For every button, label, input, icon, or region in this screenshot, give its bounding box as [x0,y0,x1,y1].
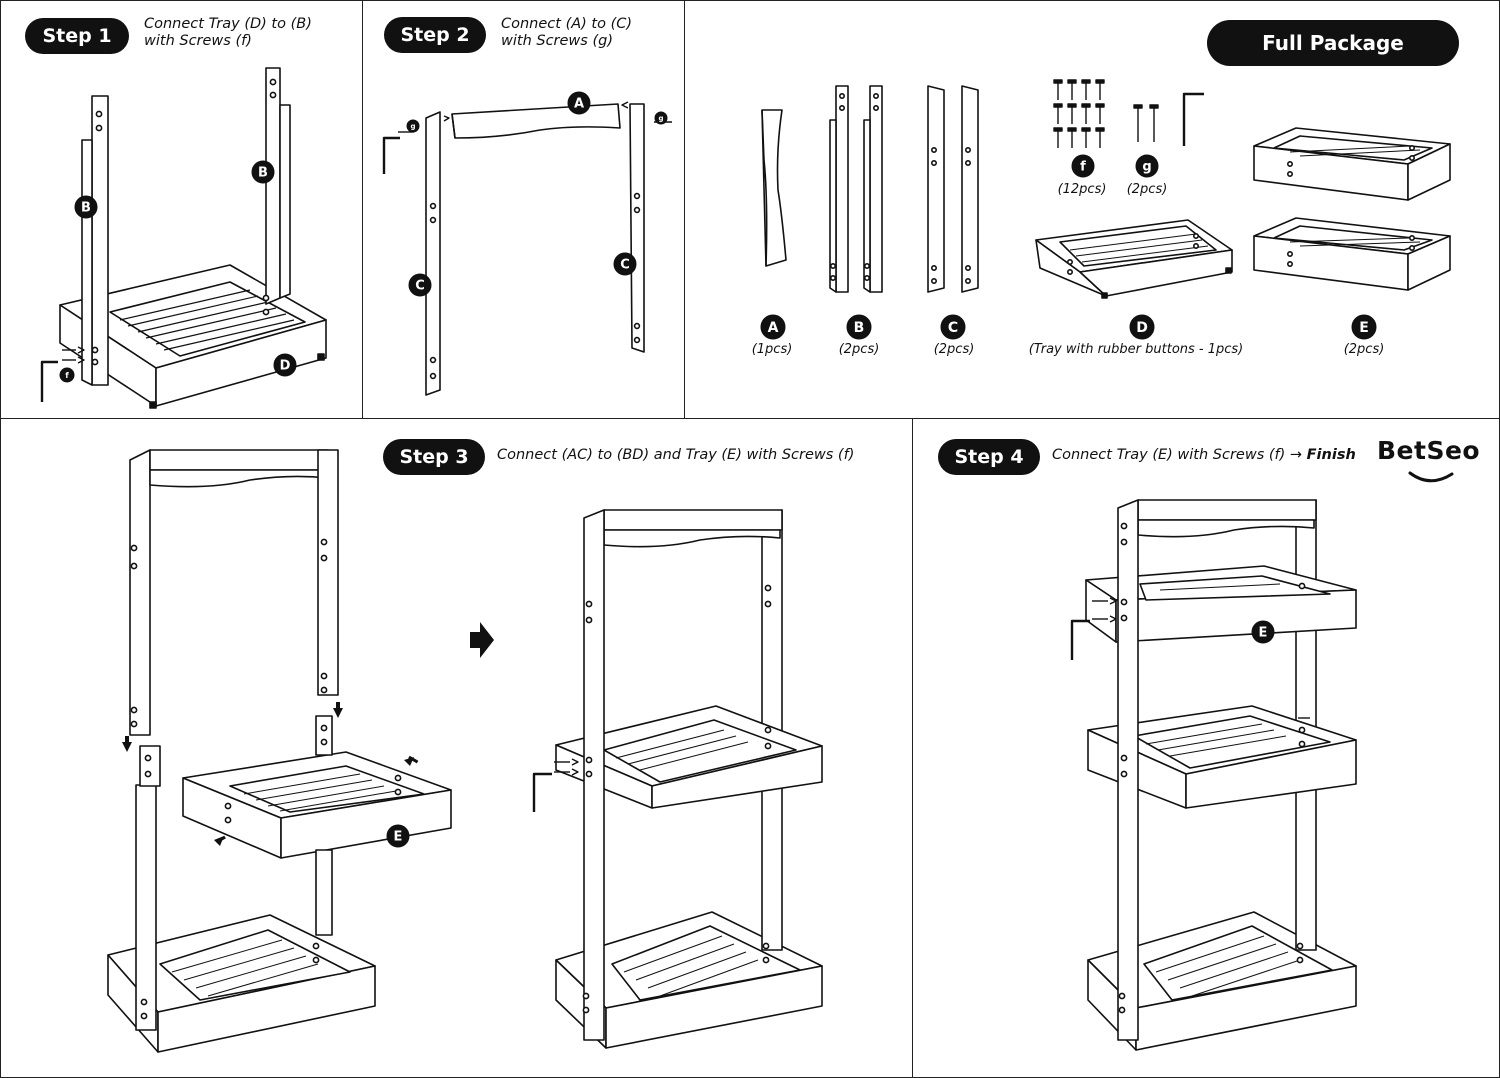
step1-caption-line2: with Screws (f) [144,33,252,49]
part-c-qty: (2pcs) [933,342,975,357]
step2-caption-line2: with Screws (g) [501,33,613,49]
badge-e-icon [1351,314,1377,340]
step3-badge: Step 3 [383,439,485,475]
badge-f-icon [1071,154,1095,178]
step3-tray-e [182,751,452,859]
badge-c-icon [613,252,637,276]
step4-badge: Step 4 [938,439,1040,475]
step4-caption-finish: Finish [1306,447,1356,463]
step1-badge: Step 1 [25,18,129,54]
step3-next-arrow-icon [470,622,494,658]
badge-g-label: g [410,123,415,131]
badge-d-icon [1129,314,1155,340]
badge-g-label: g [1142,160,1151,175]
badge-a-icon [567,91,591,115]
badge-e-label: E [1359,320,1369,336]
part-e-trays [1253,127,1451,291]
badge-b-label: B [81,201,91,216]
badge-d-icon [273,353,297,377]
badge-g-label: g [658,115,663,123]
part-d-tray [1035,219,1233,299]
brand-logo: BetSeo [1377,436,1481,465]
step4-screws-icon [1070,597,1310,719]
step1-caption-line1: Connect Tray (D) to (B) [144,16,312,32]
badge-a-label: A [768,320,779,336]
part-f-screws [1053,79,1105,148]
step1-tray-d [59,264,327,409]
step3-lower-assembly-bd [107,715,376,1053]
allen-key-icon [1182,92,1204,146]
badge-c-label: C [620,258,630,273]
badge-b-label: B [854,320,865,336]
badge-c-label: C [948,320,958,336]
step3-frame-ac [129,449,339,736]
step2-leg-c-left [425,111,441,396]
badge-b-icon [846,314,872,340]
step2-caption: Connect (A) to (C) with Screws (g) [501,16,676,50]
badge-e-label: E [394,830,403,845]
badge-b-icon [251,160,275,184]
badge-f-icon [59,367,75,383]
badge-a-icon [760,314,786,340]
badge-e-label: E [1259,626,1268,641]
step3-result-assembly [555,509,823,1049]
screw-g-qty: (2pcs) [1126,182,1168,197]
step4-final-assembly [1085,499,1357,1051]
badge-g-icon [1135,154,1159,178]
badge-d-label: D [1136,320,1148,336]
part-b-legs [829,85,883,293]
badge-b-label: B [258,166,268,181]
badge-c-label: C [415,279,425,294]
badge-e-icon [386,824,410,848]
badge-g-icon [406,119,420,133]
part-b-qty: (2pcs) [838,342,880,357]
step4-caption: Connect Tray (E) with Screws (f) → Finis… [1052,447,1372,464]
badge-b-icon [74,195,98,219]
badge-a-label: A [574,97,584,112]
step1-screws-icon [40,346,85,402]
badge-f-label: f [65,371,69,380]
step2-caption-line1: Connect (A) to (C) [501,16,633,32]
step1-caption: Connect Tray (D) to (B) with Screws (f) [144,16,354,50]
badge-d-label: D [280,359,291,374]
step4-caption-text: Connect Tray (E) with Screws (f) → [1052,447,1307,463]
badge-c-icon [940,314,966,340]
part-d-qty: (Tray with rubber buttons - 1pcs) [1028,342,1244,357]
screw-f-qty: (12pcs) [1057,182,1107,197]
part-e-qty: (2pcs) [1343,342,1385,357]
step2-badge: Step 2 [384,17,486,53]
step1-leg-b-right [262,67,291,316]
step3-result-screws-icon [532,758,579,812]
badge-f-label: f [1080,160,1086,175]
badge-g-icon [654,111,668,125]
step1-leg-b-left [81,95,109,386]
full-package-badge: Full Package [1207,20,1459,66]
step3-arrows [122,702,419,846]
badge-e-icon [1251,620,1275,644]
step2-leg-c-right [629,103,645,353]
part-a-qty: (1pcs) [751,342,793,357]
part-a-rail [761,109,787,267]
step3-caption: Connect (AC) to (BD) and Tray (E) with S… [497,447,855,463]
part-g-screws [1133,104,1159,142]
step2-top-rail-a [451,103,621,139]
part-c-legs [927,85,979,293]
badge-c-icon [408,273,432,297]
